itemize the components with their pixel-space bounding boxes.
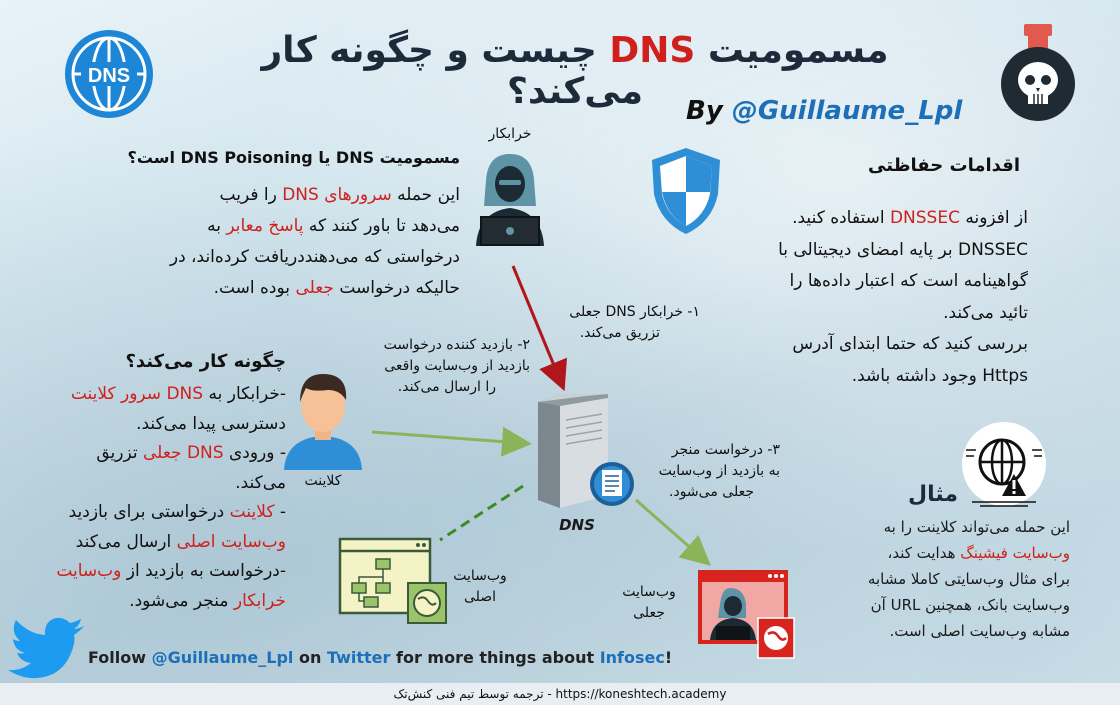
example-line: وب‌سایت فیشینگ هدایت کند،: [887, 544, 1070, 562]
protect-line: Https وجود داشته باشد.: [851, 365, 1028, 386]
dns-server-label: DNS: [559, 516, 595, 534]
example-line: برای مثال وب‌سایتی کاملا مشابه: [867, 570, 1070, 588]
real-site-line: اصلی: [463, 589, 497, 605]
follow-handle-link[interactable]: @Guillaume_Lpl: [151, 648, 294, 667]
fake-site-line: وب‌سایت: [622, 584, 676, 600]
protect-line: از افزونه DNSSEC استفاده کنید.: [792, 208, 1028, 228]
title-dns: DNS: [609, 30, 696, 71]
protect-section: اقدامات حفاظتی: [760, 155, 1020, 176]
protect-line: گواهینامه است که اعتبار داده‌ها را: [789, 271, 1028, 291]
step2-label: ۲- بازدید کننده درخواست بازدید از وب‌سای…: [350, 335, 530, 398]
example-line: این حمله می‌تواند کلاینت را به: [883, 518, 1070, 536]
dns-globe-logo: DNS: [63, 28, 155, 120]
hacker-icon: [470, 146, 550, 246]
title-part2: چیست و چگونه کار می‌کند؟: [261, 30, 644, 112]
what-section: مسمومیت DNS یا DNS Poisoning است؟: [120, 148, 460, 167]
step2-line: بازدید از وب‌سایت واقعی: [384, 358, 530, 374]
step3-line: ۳- درخواست منجر: [671, 442, 780, 458]
byline-handle-link[interactable]: @Guillaume_Lpl: [731, 96, 963, 126]
shield-icon: [650, 146, 722, 236]
dns-server-icon: [530, 392, 640, 512]
follow-twitter-link[interactable]: Twitter: [326, 648, 391, 667]
footer-credit: https://koneshtech.academy - ترجمه توسط …: [0, 683, 1120, 705]
step2-line: را ارسال می‌کند.: [397, 379, 496, 395]
skull-poison-icon: [998, 22, 1078, 122]
dns-to-fake-site-arrow: [635, 498, 712, 566]
title-part1: مسمومیت: [695, 30, 889, 71]
what-body: این حمله سرورهای DNS را فریب می‌دهد تا ب…: [120, 180, 460, 304]
client-label: کلاینت: [304, 473, 342, 489]
attacker-to-dns-arrow: [511, 265, 568, 392]
what-line: حالیکه درخواست جعلی بوده است.: [213, 278, 460, 298]
how-heading: چگونه کار می‌کند؟: [125, 351, 286, 372]
protect-body: از افزونه DNSSEC استفاده کنید. DNSSEC بر…: [720, 203, 1028, 392]
step3-line: جعلی می‌شود.: [669, 484, 754, 500]
fake-site-line: جعلی: [633, 605, 665, 621]
dns-to-real-site-dashed: [439, 484, 524, 542]
what-heading: مسمومیت DNS یا DNS Poisoning است؟: [127, 148, 460, 167]
attacker-label: خرابکار: [488, 126, 532, 142]
byline-by: By: [686, 96, 732, 126]
step1-line: ۱- خرابکار DNS جعلی: [569, 304, 700, 320]
example-section: مثال: [860, 482, 958, 507]
follow-line: Follow @Guillaume_Lpl on Twitter for mor…: [88, 648, 673, 667]
how-line: دسترسی پیدا می‌کند.: [136, 413, 286, 434]
how-line: -خرابکار به DNS سرور کلاینت: [70, 384, 286, 404]
real-site-line: وب‌سایت: [453, 568, 507, 584]
how-line: می‌کند.: [235, 472, 286, 493]
globe-warning-icon: [960, 420, 1048, 508]
how-line: -درخواست به بازدید از وب‌سایت: [56, 561, 286, 581]
how-line: وب‌سایت اصلی ارسال می‌کند: [75, 531, 286, 552]
page-title: مسمومیت DNS چیست و چگونه کار می‌کند؟: [195, 30, 955, 112]
what-line: این حمله سرورهای DNS را فریب: [219, 185, 460, 205]
fake-website-icon: [696, 568, 796, 660]
step1-line: تزریق می‌کند.: [579, 325, 660, 341]
how-line: - کلاینت درخواستی برای بازدید: [68, 502, 286, 522]
example-line: وب‌سایت بانک، همچنین URL آن: [870, 596, 1070, 614]
fake-website-label: وب‌سایت جعلی: [614, 582, 684, 624]
example-line: مشابه وب‌سایت اصلی است.: [889, 622, 1070, 640]
real-website-icon: [338, 537, 448, 625]
client-avatar: [282, 366, 364, 470]
protect-line: تائید می‌کند.: [943, 302, 1028, 323]
protect-heading: اقدامات حفاظتی: [868, 155, 1020, 176]
what-line: می‌دهد تا باور کنند که پاسخ معابر به: [207, 216, 460, 236]
how-section: چگونه کار می‌کند؟: [40, 351, 286, 372]
how-line: - ورودی DNS جعلی تزریق: [96, 443, 286, 463]
example-heading: مثال: [908, 482, 958, 507]
step2-line: ۲- بازدید کننده درخواست: [383, 337, 530, 353]
what-line: درخواستی که می‌دهنددریافت کرده‌اند، در: [169, 247, 460, 267]
step1-label: ۱- خرابکار DNS جعلی تزریق می‌کند.: [520, 302, 700, 344]
example-body: این حمله می‌تواند کلاینت را به وب‌سایت ف…: [820, 514, 1070, 644]
svg-text:DNS: DNS: [88, 65, 130, 87]
how-line: خرابکار منجر می‌شود.: [129, 590, 286, 611]
protect-line: DNSSEC بر پایه امضای دیجیتالی با: [778, 239, 1028, 260]
step3-label: ۳- درخواست منجر به بازدید از وب‌سایت جعل…: [620, 440, 780, 503]
real-website-label: وب‌سایت اصلی: [440, 566, 520, 608]
client-to-dns-arrow: [371, 426, 532, 457]
step3-line: به بازدید از وب‌سایت: [658, 463, 780, 479]
byline: By @Guillaume_Lpl: [686, 96, 962, 126]
twitter-bird-icon[interactable]: [6, 617, 86, 682]
how-body: -خرابکار به DNS سرور کلاینت دسترسی پیدا …: [40, 380, 286, 616]
protect-line: بررسی کنید که حتما ابتدای آدرس: [792, 334, 1028, 354]
